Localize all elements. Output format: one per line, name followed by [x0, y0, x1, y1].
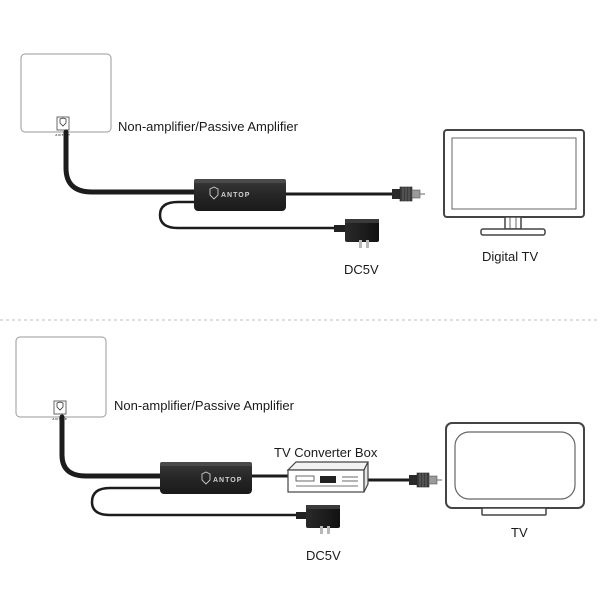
diagram-bottom: ANTOP ANTOP	[15, 336, 585, 534]
antenna-logo-icon	[56, 116, 70, 131]
antenna-label-bottom: Non-amplifier/Passive Amplifier	[114, 398, 294, 413]
amplifier-logo-icon	[209, 186, 219, 200]
amplifier-brand: ANTOP	[221, 192, 250, 199]
f-connector-2	[409, 472, 442, 488]
amplifier-logo-icon	[201, 471, 211, 485]
f-connector	[392, 186, 425, 202]
amplifier: ANTOP	[194, 179, 286, 211]
antenna-panel-2: ANTOP	[15, 336, 107, 421]
tv-crt	[445, 422, 585, 516]
tv-label-top: Digital TV	[482, 249, 539, 264]
power-cable-2	[90, 486, 300, 517]
antenna-logo-icon	[53, 400, 67, 415]
antenna-cable-2	[59, 414, 168, 479]
power-adapter	[334, 219, 379, 248]
amplifier-brand-2: ANTOP	[213, 477, 242, 484]
amplifier-2: ANTOP	[160, 462, 252, 494]
converter-box-label: TV Converter Box	[274, 445, 378, 460]
antenna-cable	[63, 129, 203, 195]
antenna-label-top: Non-amplifier/Passive Amplifier	[118, 119, 298, 134]
diagram-top: ANTOP ANTOP	[20, 53, 585, 248]
power-adapter-2	[296, 505, 340, 534]
antenna-brand: ANTOP	[55, 133, 70, 137]
converter-box	[286, 461, 369, 493]
tv-digital	[443, 129, 585, 236]
tv-label-bottom: TV	[511, 525, 528, 540]
antenna-panel: ANTOP	[20, 53, 112, 137]
power-label-bottom: DC5V	[306, 548, 341, 563]
power-cable	[158, 200, 345, 230]
power-label-top: DC5V	[344, 262, 379, 277]
